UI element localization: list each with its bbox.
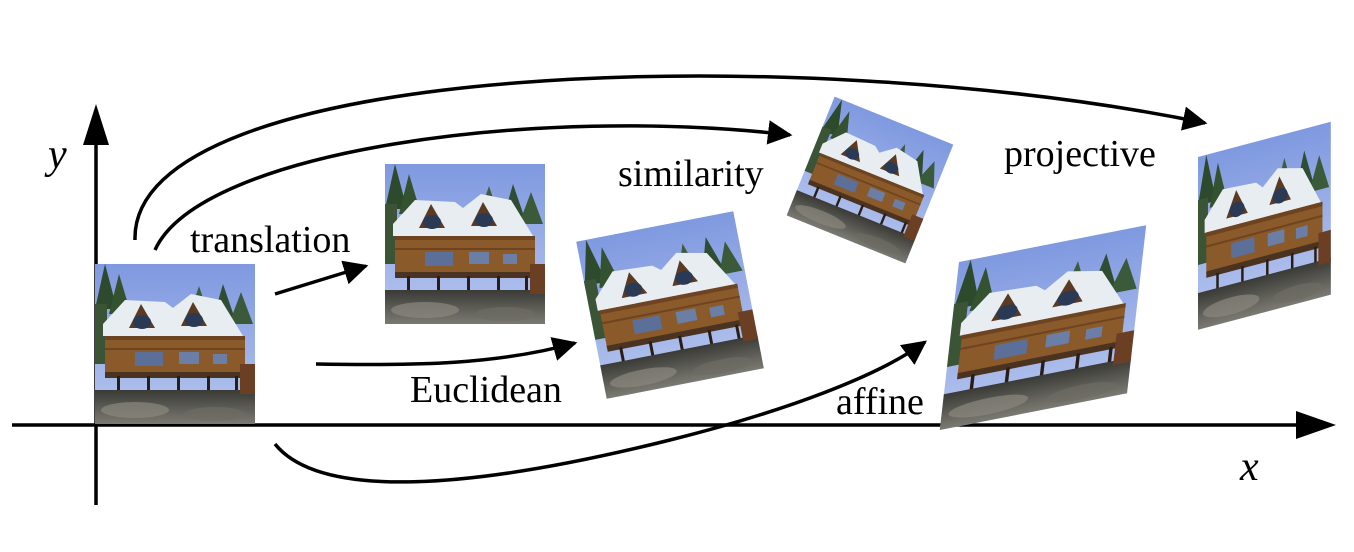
arrow-translation (274, 260, 369, 296)
arrow-similarity (153, 120, 793, 251)
projective-image (1198, 121, 1331, 330)
original-image (95, 264, 255, 424)
euclidean-image (576, 211, 764, 399)
label-euclidean: Euclidean (410, 369, 562, 411)
label-projective: projective (1004, 133, 1156, 175)
arrow-projective (133, 74, 1208, 241)
label-affine: affine (836, 381, 924, 423)
label-translation: translation (190, 219, 350, 261)
affine-image (939, 225, 1147, 430)
similarity-image (786, 96, 954, 264)
arrow-affine (273, 340, 927, 484)
y-axis-label: y (44, 132, 67, 178)
y-axis-arrowhead (83, 104, 109, 145)
x-axis-arrowhead (1296, 411, 1336, 439)
arrow-euclidean (315, 337, 578, 367)
x-axis-label: x (1239, 444, 1259, 490)
label-similarity: similarity (618, 153, 764, 195)
translation-image (385, 164, 545, 324)
